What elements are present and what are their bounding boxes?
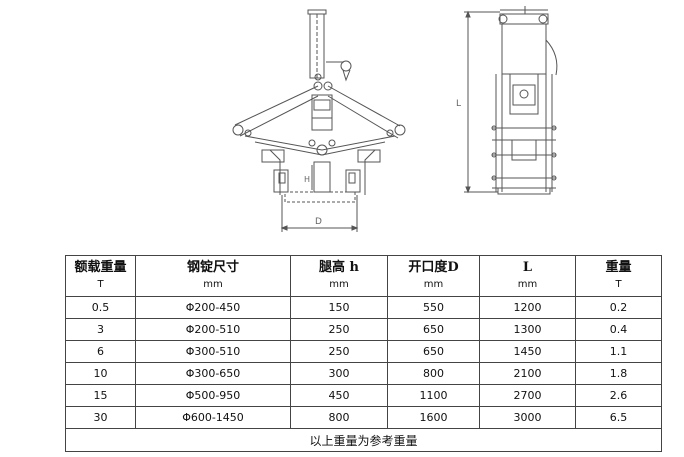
header-leg-height: 腿高 h mm [290, 255, 388, 297]
table-header-row: 额载重量 T 钢锭尺寸 mm 腿高 h mm 开口度D mm L mm 重量 T [65, 255, 662, 297]
cell-opening: 550 [387, 296, 480, 319]
cell-rated-load: 15 [65, 384, 136, 407]
header-opening: 开口度D mm [387, 255, 480, 297]
height-dimension-label: H [304, 175, 310, 184]
header-rated-load: 额载重量 T [65, 255, 136, 297]
cell-ingot-size: Φ300-650 [135, 362, 291, 385]
cell-weight: 1.8 [575, 362, 662, 385]
header-label: 腿高 h [319, 260, 359, 275]
cell-weight: 0.2 [575, 296, 662, 319]
cell-opening: 800 [387, 362, 480, 385]
cell-leg-height: 450 [290, 384, 388, 407]
header-label: 开口度D [408, 260, 459, 275]
cell-leg-height: 250 [290, 340, 388, 363]
tongs-side-view: L [456, 6, 558, 195]
table-row: 6 Φ300-510 250 650 1450 1.1 [65, 340, 662, 363]
cell-length: 1300 [479, 318, 576, 341]
cell-opening: 1100 [387, 384, 480, 407]
header-unit: mm [203, 279, 223, 290]
cell-weight: 6.5 [575, 406, 662, 429]
tongs-technical-drawing: H D [232, 6, 558, 232]
header-unit: mm [329, 279, 349, 290]
cell-rated-load: 0.5 [65, 296, 136, 319]
tongs-front-view: H D [232, 9, 406, 232]
cell-ingot-size: Φ500-950 [135, 384, 291, 407]
table-row: 15 Φ500-950 450 1100 2700 2.6 [65, 384, 662, 407]
cell-ingot-size: Φ600-1450 [135, 406, 291, 429]
cell-weight: 0.4 [575, 318, 662, 341]
cell-rated-load: 3 [65, 318, 136, 341]
cell-ingot-size: Φ200-450 [135, 296, 291, 319]
cell-weight: 2.6 [575, 384, 662, 407]
header-unit: T [615, 279, 622, 290]
table-row: 10 Φ300-650 300 800 2100 1.8 [65, 362, 662, 385]
cell-length: 2700 [479, 384, 576, 407]
cell-length: 1450 [479, 340, 576, 363]
cell-leg-height: 800 [290, 406, 388, 429]
cell-rated-load: 30 [65, 406, 136, 429]
cell-length: 2100 [479, 362, 576, 385]
cell-ingot-size: Φ300-510 [135, 340, 291, 363]
length-dimension-label: L [456, 99, 461, 109]
cell-weight: 1.1 [575, 340, 662, 363]
cell-rated-load: 10 [65, 362, 136, 385]
cell-leg-height: 300 [290, 362, 388, 385]
cell-length: 1200 [479, 296, 576, 319]
reference-weight-note: 以上重量为参考重量 [65, 428, 662, 452]
header-length: L mm [479, 255, 576, 297]
header-weight: 重量 T [575, 255, 662, 297]
header-unit: mm [423, 279, 444, 290]
table-note-row: 以上重量为参考重量 [65, 428, 662, 452]
table-row: 0.5 Φ200-450 150 550 1200 0.2 [65, 296, 662, 319]
header-label: 额载重量 [74, 260, 127, 275]
opening-dimension-label: D [315, 217, 322, 227]
table-row: 3 Φ200-510 250 650 1300 0.4 [65, 318, 662, 341]
cell-opening: 650 [387, 318, 480, 341]
cell-length: 3000 [479, 406, 576, 429]
cell-opening: 650 [387, 340, 480, 363]
header-unit: T [97, 279, 104, 290]
header-ingot-size: 钢锭尺寸 mm [135, 255, 291, 297]
header-label: 钢锭尺寸 [186, 260, 239, 275]
header-label: L [522, 260, 533, 275]
cell-ingot-size: Φ200-510 [135, 318, 291, 341]
header-unit: mm [517, 279, 538, 290]
cell-rated-load: 6 [65, 340, 136, 363]
header-label: 重量 [605, 260, 632, 275]
table-row: 30 Φ600-1450 800 1600 3000 6.5 [65, 406, 662, 429]
cell-opening: 1600 [387, 406, 480, 429]
cell-leg-height: 150 [290, 296, 388, 319]
cell-leg-height: 250 [290, 318, 388, 341]
specification-table: 额载重量 T 钢锭尺寸 mm 腿高 h mm 开口度D mm L mm 重量 T [65, 255, 662, 452]
